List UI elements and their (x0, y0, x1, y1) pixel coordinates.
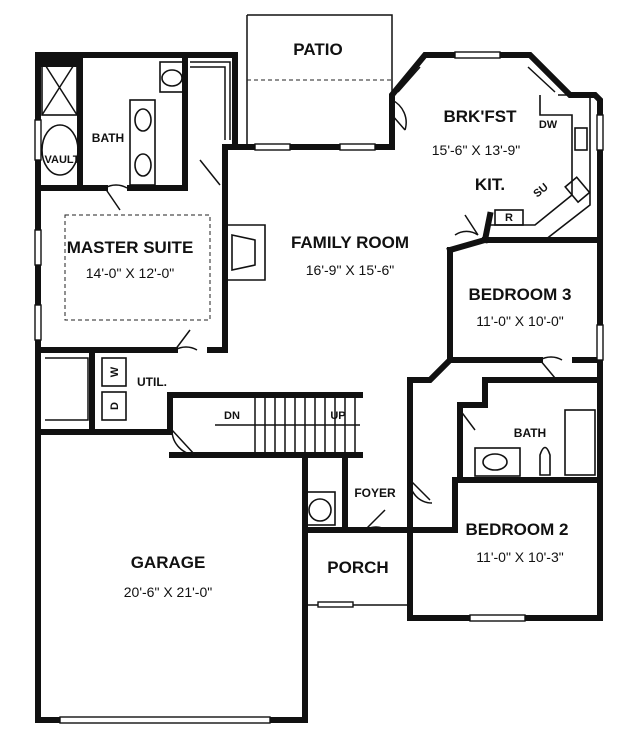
fireplace (225, 224, 266, 281)
family-room-label: FAMILY ROOM (291, 233, 409, 252)
door-swings (104, 99, 563, 531)
bedroom3-dims: 11'-0" X 10'-0" (476, 313, 563, 329)
foyer-label: FOYER (354, 486, 396, 500)
patio-outline (246, 14, 393, 145)
porch-label: PORCH (327, 558, 388, 577)
dryer-label: D (109, 402, 121, 410)
garage-label: GARAGE (131, 553, 206, 572)
master-suite-dims: 14'-0" X 12'-0" (86, 265, 174, 281)
bedroom2-label: BEDROOM 2 (466, 520, 569, 539)
range-label: R (505, 212, 513, 224)
utility-label: UTIL. (137, 375, 167, 389)
bath2-fixtures (474, 409, 596, 477)
water-heater (304, 491, 336, 526)
kitchen-label: KIT. (475, 175, 505, 194)
patio-label: PATIO (293, 40, 342, 59)
tray-ceiling-outline (64, 214, 211, 321)
master-bath-label: BATH (92, 131, 124, 145)
master-bath-fixtures (38, 55, 231, 186)
stairs (215, 398, 360, 452)
dishwasher-label: DW (539, 119, 558, 131)
sink-unit-label: SU (531, 181, 550, 200)
master-suite-label: MASTER SUITE (67, 238, 194, 257)
washer-label: W (109, 366, 121, 377)
bath2-label: BATH (514, 426, 546, 440)
bedroom2-dims: 11'-0" X 10'-3" (476, 549, 563, 565)
vault-label: VAULT (44, 154, 79, 166)
washer-dryer (45, 357, 127, 421)
stairs-down-label: DN (224, 410, 240, 422)
interior-walls (35, 52, 603, 533)
breakfast-dims: 15'-6" X 13'-9" (432, 142, 520, 158)
kitchen-counters (489, 94, 591, 241)
stairs-up-label: UP (330, 410, 345, 422)
garage-dims: 20'-6" X 21'-0" (124, 584, 212, 600)
windows (34, 51, 604, 724)
family-room-dims: 16'-9" X 15'-6" (306, 262, 394, 278)
breakfast-label: BRK'FST (444, 107, 518, 126)
bedroom3-label: BEDROOM 3 (469, 285, 572, 304)
